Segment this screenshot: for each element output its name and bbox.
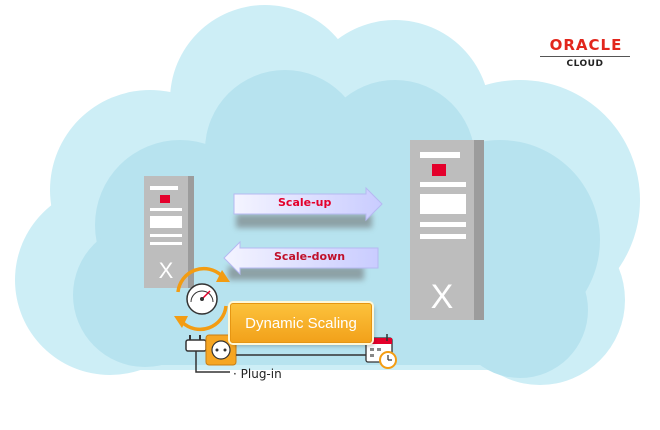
- oracle-logo-subtitle: CLOUD: [566, 59, 604, 69]
- dynamic-scaling-label: Dynamic Scaling: [245, 314, 357, 332]
- scale-up-label: Scale-up: [278, 196, 332, 209]
- oracle-logo-text: ORACLE: [549, 36, 623, 54]
- dynamic-scaling-box: Dynamic Scaling: [230, 303, 372, 343]
- large-server-icon: X: [410, 140, 484, 320]
- small-server-icon: X: [144, 176, 194, 288]
- svg-text:X: X: [159, 258, 174, 283]
- logo-divider: [540, 56, 630, 57]
- speedometer-icon: [174, 266, 230, 332]
- plugin-label-text: Plug-in: [240, 367, 282, 381]
- plugin-label: · Plug-in: [233, 367, 282, 381]
- plug-socket-icon: [185, 334, 237, 373]
- scale-down-label: Scale-down: [274, 250, 346, 263]
- scale-down-arrow: [223, 240, 379, 280]
- svg-text:X: X: [431, 278, 454, 316]
- calendar-clock-icon: [365, 334, 397, 369]
- scale-up-arrow: [233, 186, 383, 228]
